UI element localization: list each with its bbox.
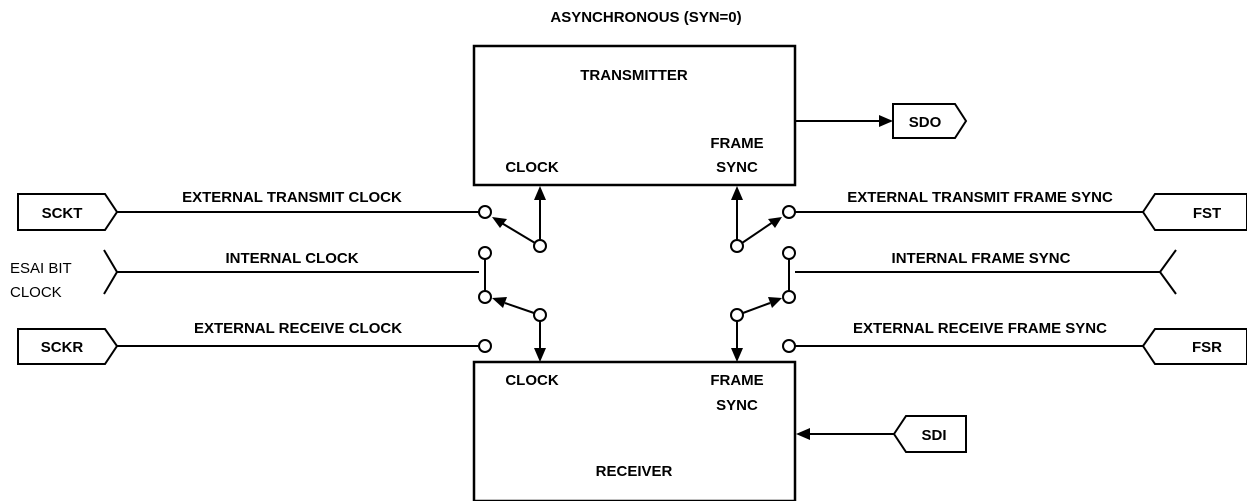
sdo-port bbox=[892, 103, 968, 139]
sckt-label: SCKT bbox=[42, 205, 83, 222]
tx-clock-switch-arrow bbox=[492, 217, 507, 228]
int-clock-node-bottom bbox=[478, 290, 492, 304]
ext-rx-clock-node bbox=[478, 339, 492, 353]
tx-fs-up-arrow bbox=[731, 186, 743, 200]
rx-clock-switch-arm bbox=[504, 302, 535, 314]
esai-label-line2: CLOCK bbox=[10, 284, 62, 301]
sckt-port bbox=[17, 193, 119, 231]
tx-fs-switch-pivot bbox=[730, 239, 744, 253]
ext-tx-clock-node bbox=[478, 205, 492, 219]
receiver-title: RECEIVER bbox=[596, 463, 673, 480]
fsr-port bbox=[1141, 328, 1247, 365]
tx-fs-switch-arm bbox=[741, 221, 774, 244]
rx-fs-switch-arrow bbox=[768, 297, 782, 308]
ext-tx-fs-node bbox=[782, 205, 796, 219]
rx-fs-switch-pivot bbox=[730, 308, 744, 322]
transmitter-clock-label: CLOCK bbox=[505, 159, 558, 176]
tx-clock-switch-arm bbox=[499, 221, 536, 244]
receiver-sync-label: SYNC bbox=[716, 397, 758, 414]
int-clock-node-top bbox=[478, 246, 492, 260]
sdo-arrowhead bbox=[879, 115, 893, 127]
rx-clock-switch-arrow bbox=[492, 297, 507, 308]
diagram-title: ASYNCHRONOUS (SYN=0) bbox=[550, 9, 741, 26]
sdi-arrowhead bbox=[796, 428, 810, 440]
rx-fs-switch-arm bbox=[742, 302, 771, 314]
transmitter-sync-label: SYNC bbox=[716, 159, 758, 176]
receiver-clock-label: CLOCK bbox=[505, 372, 558, 389]
sdi-port bbox=[892, 415, 967, 453]
int-fs-port bbox=[1158, 249, 1177, 295]
fst-label: FST bbox=[1193, 205, 1221, 222]
tx-clock-switch-pivot bbox=[533, 239, 547, 253]
int-fs-label: INTERNAL FRAME SYNC bbox=[892, 250, 1071, 267]
esai-bit-clock-port bbox=[103, 249, 119, 295]
receiver-block bbox=[472, 360, 797, 501]
rx-clock-down-arrow bbox=[534, 348, 546, 362]
receiver-frame-label: FRAME bbox=[710, 372, 763, 389]
transmitter-title: TRANSMITTER bbox=[580, 67, 688, 84]
sdo-label: SDO bbox=[909, 114, 942, 131]
transmitter-frame-label: FRAME bbox=[710, 135, 763, 152]
ext-tx-clock-label: EXTERNAL TRANSMIT CLOCK bbox=[182, 189, 402, 206]
sckr-port bbox=[17, 328, 119, 365]
tx-fs-switch-arrow bbox=[768, 217, 782, 228]
int-clock-label: INTERNAL CLOCK bbox=[225, 250, 358, 267]
sckr-label: SCKR bbox=[41, 339, 84, 356]
int-fs-node-top bbox=[782, 246, 796, 260]
ext-rx-fs-node bbox=[782, 339, 796, 353]
fst-port bbox=[1141, 193, 1247, 231]
ext-rx-clock-label: EXTERNAL RECEIVE CLOCK bbox=[194, 320, 402, 337]
ext-rx-fs-label: EXTERNAL RECEIVE FRAME SYNC bbox=[853, 320, 1107, 337]
esai-label-line1: ESAI BIT bbox=[10, 260, 72, 277]
fsr-label: FSR bbox=[1192, 339, 1222, 356]
int-fs-node-bottom bbox=[782, 290, 796, 304]
transmitter-block bbox=[472, 44, 797, 187]
rx-clock-switch-pivot bbox=[533, 308, 547, 322]
ext-tx-fs-label: EXTERNAL TRANSMIT FRAME SYNC bbox=[847, 189, 1113, 206]
sdi-label: SDI bbox=[921, 427, 946, 444]
tx-clock-up-arrow bbox=[534, 186, 546, 200]
rx-fs-down-arrow bbox=[731, 348, 743, 362]
